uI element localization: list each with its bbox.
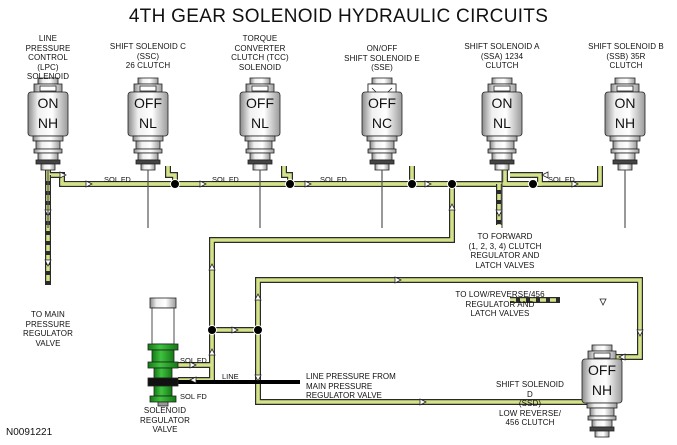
solenoid-label-tcc: TORQUE CONVERTER CLUTCH (TCC) SOLENOID bbox=[231, 34, 289, 72]
solenoid-state-top-ssa: ON bbox=[491, 95, 513, 111]
line-label: LINE bbox=[222, 372, 239, 381]
solenoid-state-top-sse: OFF bbox=[368, 95, 396, 111]
solenoid-state-bottom-ssc: NL bbox=[139, 115, 157, 131]
solenoid-state-top-ssc: OFF bbox=[134, 95, 162, 111]
solenoid-label-lpc: LINE PRESSURE CONTROL (LPC) SOLENOID bbox=[25, 34, 71, 81]
solenoid-state-bottom-ssb: NH bbox=[614, 115, 636, 131]
solenoid-state-bottom-ssa: NL bbox=[493, 115, 511, 131]
solenoid-label-ssb: SHIFT SOLENOID B (SSB) 35R CLUTCH bbox=[588, 42, 664, 70]
solenoid-lpc bbox=[27, 77, 69, 228]
sol-fd-label-6: SOL FD bbox=[180, 392, 207, 401]
sol-fd-label-2: SOL FD bbox=[212, 175, 239, 184]
solenoid-state-bottom-sse: NC bbox=[371, 115, 393, 131]
solenoid-state-bottom-ssd: NH bbox=[591, 382, 613, 398]
solenoid-state-bottom-tcc: NL bbox=[251, 115, 269, 131]
solenoid-state-top-lpc: ON bbox=[37, 95, 59, 111]
solenoid-state-top-tcc: OFF bbox=[246, 95, 274, 111]
solenoid-ssd bbox=[581, 344, 623, 438]
line-pressure-from-label: LINE PRESSURE FROM MAIN PRESSURE REGULAT… bbox=[306, 372, 396, 400]
solenoid-ssc bbox=[127, 77, 169, 228]
sol-fd-label-5: SOL FD bbox=[180, 356, 207, 365]
diagram-title: 4TH GEAR SOLENOID HYDRAULIC CIRCUITS bbox=[128, 6, 549, 27]
solenoid-sse bbox=[361, 77, 403, 228]
flow-arrows bbox=[44, 171, 644, 406]
to-main-pressure-label: TO MAIN PRESSURE REGULATOR VALVE bbox=[23, 310, 73, 348]
solenoid-ssb bbox=[604, 77, 646, 228]
figure-id: N0091221 bbox=[6, 427, 53, 438]
solenoid-label-ssd: SHIFT SOLENOID D (SSD) LOW REVERSE/ 456 … bbox=[496, 380, 564, 427]
solenoid-ssa bbox=[481, 77, 523, 228]
junction-dots bbox=[170, 179, 538, 335]
to-low-reverse-label: TO LOW/REVERSE/456 REGULATOR AND LATCH V… bbox=[455, 290, 545, 318]
solenoid-label-ssc: SHIFT SOLENOID C (SSC) 26 CLUTCH bbox=[109, 42, 187, 70]
solenoid-state-top-ssd: OFF bbox=[588, 362, 616, 378]
sol-fd-label-1: SOL FD bbox=[104, 175, 131, 184]
solenoid-state-bottom-lpc: NH bbox=[37, 115, 59, 131]
sol-fd-label-3: SOL FD bbox=[320, 175, 347, 184]
solenoid-state-top-ssb: ON bbox=[614, 95, 636, 111]
solenoid-regulator-valve bbox=[147, 297, 179, 407]
solenoid-label-ssa: SHIFT SOLENOID A (SSA) 1234 CLUTCH bbox=[464, 42, 540, 70]
solenoid-bodies bbox=[27, 77, 646, 438]
solenoid-tcc bbox=[239, 77, 281, 228]
sol-fd-label-4: SOL FD bbox=[548, 175, 575, 184]
fluid-pipes bbox=[45, 166, 643, 405]
solenoid-regulator-valve-label: SOLENOID REGULATOR VALVE bbox=[140, 406, 190, 434]
solenoid-label-sse: ON/OFF SHIFT SOLENOID E (SSE) bbox=[344, 44, 420, 72]
to-forward-clutch-label: TO FORWARD (1, 2, 3, 4) CLUTCH REGULATOR… bbox=[468, 232, 542, 270]
